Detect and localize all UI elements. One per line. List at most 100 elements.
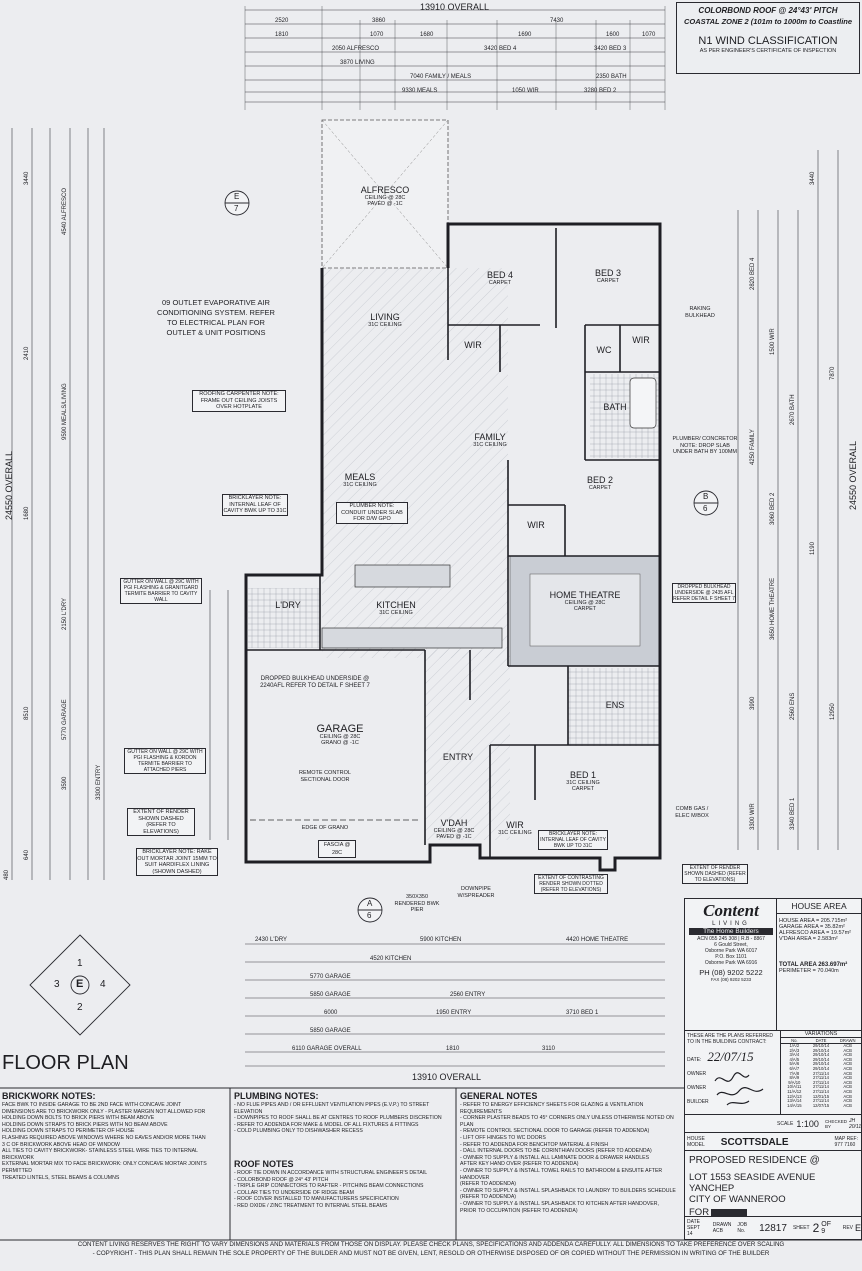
wind-note: N1 WIND CLASSIFICATION (698, 35, 838, 47)
variation-cell: 27/11/14 (813, 1088, 829, 1094)
roof-item: - RED OXIDE / ZINC TREATMENT TO INTERNAL… (234, 1202, 388, 1209)
variation-cell: 27/11/14 (813, 1079, 829, 1085)
ensuite-tiles (568, 668, 660, 746)
general-item: - OWNER TO SUPPLY & INSTALL TOWEL RAILS … (460, 1167, 663, 1181)
left-dim: 3440 (24, 171, 30, 185)
right-dim: 1500 WIR (770, 328, 776, 355)
section-marker-b-letter: B (703, 492, 709, 501)
overall-top: 13910 OVERALL (420, 2, 490, 12)
top-dim: 1680 (420, 32, 434, 38)
roof-title: ROOF NOTES (234, 1158, 294, 1169)
general-item: - DALL INTERNAL DOORS TO BE CORINTHIAN D… (460, 1148, 652, 1155)
coastal-note: COASTAL ZONE 2 (101m to 1000m to Coastli… (683, 17, 853, 26)
top-dim: 1070 (642, 32, 656, 38)
variation-cell: ACB (843, 1088, 852, 1094)
sheet-number: 2 (812, 1221, 820, 1235)
roofing-carpenter-note: ROOFING CARPENTER NOTE: FRAME OUT CEILIN… (192, 390, 286, 412)
internal-walls (246, 228, 660, 858)
roof-item: - COLLAR TIES TO UNDERSIDE OF RIDGE BEAM (234, 1189, 354, 1196)
general-item: - LIFT OFF HINGES TO WC DOORS (460, 1134, 546, 1141)
sheet-drawn-group: DRAWN ACB (713, 1222, 732, 1234)
right-dim: 7870 (830, 366, 836, 380)
contract-owner2-label: OWNER (687, 1085, 707, 1091)
right-dim: 4250 FAMILY (750, 429, 756, 465)
brickwork-item: ALL TIES TO CAVITY BRICKWORK- STAINLESS … (2, 1148, 198, 1161)
scale-value: 1:100 (796, 1119, 819, 1129)
sheet-date-label: DATE (687, 1219, 700, 1225)
roof-item: - TRIPLE GRIP CONNECTORS TO RAFTER - PIT… (234, 1183, 424, 1190)
sheet-of: OF 9 (821, 1221, 832, 1235)
room-living: LIVING 31c CEILING (368, 312, 402, 328)
sheet-date: SEPT 14 (687, 1225, 700, 1237)
company-phone: PH (08) 9202 5222 (699, 968, 763, 977)
variation-cell: 12/A/13 (787, 1093, 802, 1099)
roof-list: - ROOF TIE DOWN IN ACCORDANCE WITH STRUC… (234, 1170, 454, 1210)
scale-label: SCALE (777, 1121, 794, 1127)
bath-tub (629, 377, 657, 429)
room-verandah: V'DAH CEILING @ 28c PAVED @ -1c (433, 818, 475, 840)
top-dim: 7430 (550, 18, 564, 24)
rendered-pier-note: 350x350 RENDERED BWK PIER (394, 894, 440, 913)
brickwork-item: HOLDING DOWN STRAPS TO PERIMETER OF HOUS… (2, 1128, 135, 1135)
variations-col-drawn: DRAWN (839, 1038, 856, 1043)
company-block: Content LIVING The Home Builders ACN 055… (684, 898, 778, 1032)
bottom-dim: 2430 L'DRY (255, 937, 288, 943)
room-ensuite: ENS (605, 700, 625, 710)
model-name: SCOTTSDALE (720, 1136, 789, 1148)
bottom-dim: 4520 KITCHEN (370, 956, 412, 962)
company-addr2: Osborne Park WA 6017 (704, 948, 758, 954)
bottom-dim: 6000 (324, 1010, 338, 1016)
general-item: (REFER TO ADDENDA) (460, 1181, 517, 1188)
variation-cell: 1/A/2 (789, 1043, 800, 1048)
fascia-note: FASCIA @ 28c (318, 840, 356, 858)
room-wir-bed4: WIR (464, 340, 482, 350)
bricklayer-note-1: BRICKLAYER NOTE: INTERNAL LEAF OF CAVITY… (222, 494, 288, 516)
bottom-dim: 2560 ENTRY (450, 992, 486, 998)
section-marker-graphics (224, 190, 719, 923)
variation-cell: 27/11/14 (813, 1070, 829, 1076)
house-label: HOUSE (687, 1136, 705, 1142)
section-marker-e-letter: E (234, 192, 240, 201)
general-item: - REFER TO ENERGY EFFICIENCY SHEETS FOR … (460, 1102, 644, 1115)
footer-line-2: - COPYRIGHT - THIS PLAN SHALL REMAIN THE… (92, 1250, 770, 1257)
variations-header: No. DATE DRAWN (781, 1038, 861, 1044)
right-dim: 3060 BED 2 (770, 492, 776, 525)
left-dim: 480 (4, 869, 10, 880)
roof-item: - ROOF TIE DOWN IN ACCORDANCE WITH STRUC… (234, 1169, 428, 1176)
variation-cell: 12/01/15 (812, 1093, 830, 1099)
contrasting-render-note: EXTENT OF CONTRASTING RENDER SHOWN DOTTE… (534, 874, 608, 894)
right-dim: 2820 BED 4 (750, 257, 756, 290)
variation-cell: ACB (843, 1056, 852, 1062)
left-dim: 9590 MEALS/LIVING (62, 383, 68, 440)
section-marker-a-letter: A (367, 899, 373, 908)
residence-city: CITY OF WANNEROO (689, 1194, 786, 1205)
room-bed-3: BED 3 CARPET (594, 268, 621, 284)
bottom-dim: 5900 KITCHEN (420, 937, 462, 943)
model-labels: HOUSE MODEL (687, 1136, 705, 1148)
variation-cell: 6/A/7 (789, 1065, 800, 1071)
company-fax: FAX (08) 9202 5233 (710, 977, 752, 982)
variation-cell: ACB (843, 1061, 852, 1067)
sheet-sheet-label: SHEET (792, 1225, 810, 1231)
overall-left: 24550 OVERALL (4, 450, 14, 520)
brickwork-notes: BRICKWORK NOTES: FACE BWK TO INSIDE GARA… (2, 1091, 228, 1181)
compass-west: 3 (54, 979, 60, 990)
edge-of-grano-note: EDGE OF GRANO (301, 825, 349, 831)
room-bed-2: BED 2 CARPET (586, 475, 613, 491)
room-bed-4: BED 4 CARPET (486, 270, 513, 286)
section-marker-a-num: 6 (367, 911, 372, 920)
company-addr1: 6 Gould Street, (714, 942, 748, 948)
left-dim: 5770 GARAGE (62, 699, 68, 740)
variation-cell: 29/10/14 (812, 1061, 830, 1067)
bottom-dim: 6110 GARAGE OVERALL (292, 1046, 362, 1052)
room-wc: WC (596, 345, 612, 355)
right-dim: 3650 HOME THEATRE (770, 577, 776, 640)
general-item: - OWNER TO SUPPLY & INSTALL SPLASHBACK T… (460, 1200, 659, 1207)
